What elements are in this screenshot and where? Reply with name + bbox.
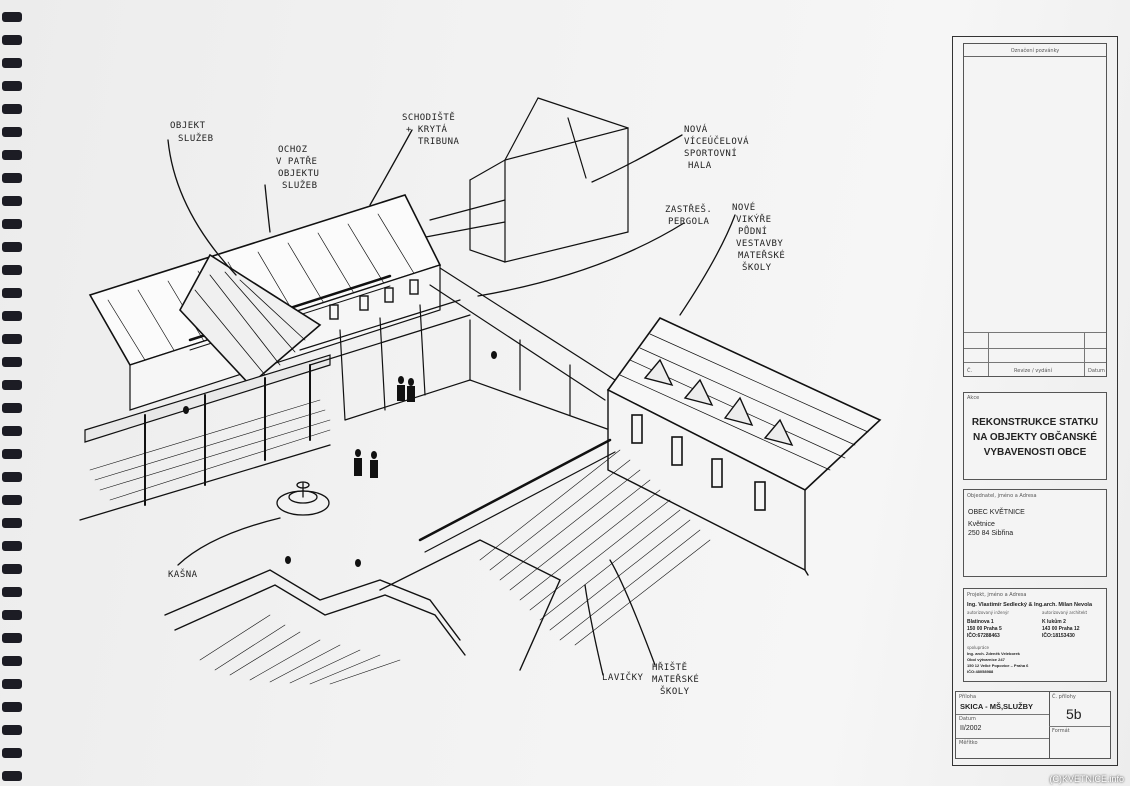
kindergarten-building-sketch <box>606 316 882 576</box>
designer-address-right: K lukům 2 143 00 Praha 12 IČO:18153430 <box>1042 619 1080 639</box>
collab-lines: Ing. arch. Zdeněk Veleborek Obol výtvarn… <box>967 651 1029 674</box>
pergola-sketch <box>299 267 616 431</box>
drawing-date: II/2002 <box>960 725 982 732</box>
people-figures <box>183 351 497 567</box>
client-address-1: Květnice <box>968 521 995 528</box>
rev-number-label: Č. <box>967 368 973 374</box>
drawing-number: 5b <box>1066 706 1082 722</box>
binding-ring <box>2 311 22 321</box>
binding-ring <box>2 219 22 229</box>
number-label: Č. přílohy <box>1052 694 1076 700</box>
binding-ring <box>2 35 22 45</box>
scale-label: Měřítko <box>959 740 978 746</box>
binding-ring <box>2 702 22 712</box>
designer-address-left: Blatinova 1 150 00 Praha 5 IČO:67288463 <box>967 619 1002 639</box>
binding-ring <box>2 679 22 689</box>
action-title: REKONSTRUKCE STATKU NA OBJEKTY OBČANSKÉ … <box>971 417 1099 458</box>
client-name: OBEC KVĚTNICE <box>968 509 1025 516</box>
binding-ring <box>2 564 22 574</box>
collab-label: spolupráce <box>967 645 990 650</box>
binding-ring <box>2 541 22 551</box>
approval-label: Označení pozvánky <box>1010 48 1060 54</box>
playground-hatching <box>418 438 711 646</box>
label-kasna: KAŠNA <box>168 568 198 580</box>
binding-ring <box>2 173 22 183</box>
label-pergola: ZASTŘEŠ.PERGOLA <box>665 203 712 227</box>
title-block: Označení pozvánky Č. Revize / vydání Dat… <box>952 36 1118 766</box>
label-lavicky: LAVIČKY <box>602 671 644 683</box>
binding-ring <box>2 518 22 528</box>
binding-ring <box>2 656 22 666</box>
binding-ring <box>2 357 22 367</box>
client-box: Objednatel, jméno a Adresa OBEC KVĚTNICE… <box>963 489 1107 577</box>
fountain-sketch <box>276 481 330 516</box>
binding-ring <box>2 127 22 137</box>
binding-ring <box>2 449 22 459</box>
binding-ring <box>2 610 22 620</box>
binding-ring <box>2 380 22 390</box>
designer-label: Projekt, jméno a Adresa <box>967 592 1027 598</box>
designer-box: Projekt, jméno a Adresa Ing. Vlastimír S… <box>963 588 1107 682</box>
binding-ring <box>2 403 22 413</box>
designer-sub-2: autorizovaný architekt <box>1042 610 1088 615</box>
binding-ring <box>2 242 22 252</box>
binding-ring <box>2 12 22 22</box>
drawing-label: Příloha <box>959 694 977 700</box>
action-box: Akce REKONSTRUKCE STATKU NA OBJEKTY OBČA… <box>963 392 1107 480</box>
action-label: Akce <box>967 395 980 401</box>
approval-box: Označení pozvánky Č. Revize / vydání Dat… <box>963 43 1107 377</box>
sheet-format-label: Formát <box>1052 728 1070 734</box>
binding-ring <box>2 472 22 482</box>
binding-ring <box>2 587 22 597</box>
binding-ring <box>2 495 22 505</box>
client-address-2: 250 84 Sibřina <box>968 530 1014 537</box>
binding-ring <box>2 104 22 114</box>
spiral-binding <box>2 12 22 781</box>
leader-lines <box>167 129 736 676</box>
binding-ring <box>2 58 22 68</box>
binding-ring <box>2 265 22 275</box>
binding-ring <box>2 150 22 160</box>
service-building-sketch <box>79 194 442 521</box>
drawing-name: SKICA - MŠ,SLUŽBY <box>960 702 1034 711</box>
binding-ring <box>2 334 22 344</box>
binding-ring <box>2 196 22 206</box>
binding-ring <box>2 748 22 758</box>
rev-date-label: Datum <box>1088 368 1105 374</box>
copyright-watermark: (C)KVETNICE.info <box>1049 774 1124 784</box>
designer-name: Ing. Vlastimír Sedlecký & Ing.arch. Mila… <box>967 602 1093 608</box>
date-label: Datum <box>959 716 976 722</box>
front-walls-sketch <box>164 539 561 685</box>
binding-ring <box>2 288 22 298</box>
binding-ring <box>2 633 22 643</box>
designer-sub-1: autorizovaný inženýr <box>967 610 1010 615</box>
client-label: Objednatel, jméno a Adresa <box>967 493 1037 499</box>
drawing-info-box: Příloha SKICA - MŠ,SLUŽBY Č. přílohy 5b … <box>955 691 1111 759</box>
binding-ring <box>2 426 22 436</box>
rev-label: Revize / vydání <box>1014 368 1052 374</box>
binding-ring <box>2 81 22 91</box>
binding-ring <box>2 725 22 735</box>
binding-ring <box>2 771 22 781</box>
